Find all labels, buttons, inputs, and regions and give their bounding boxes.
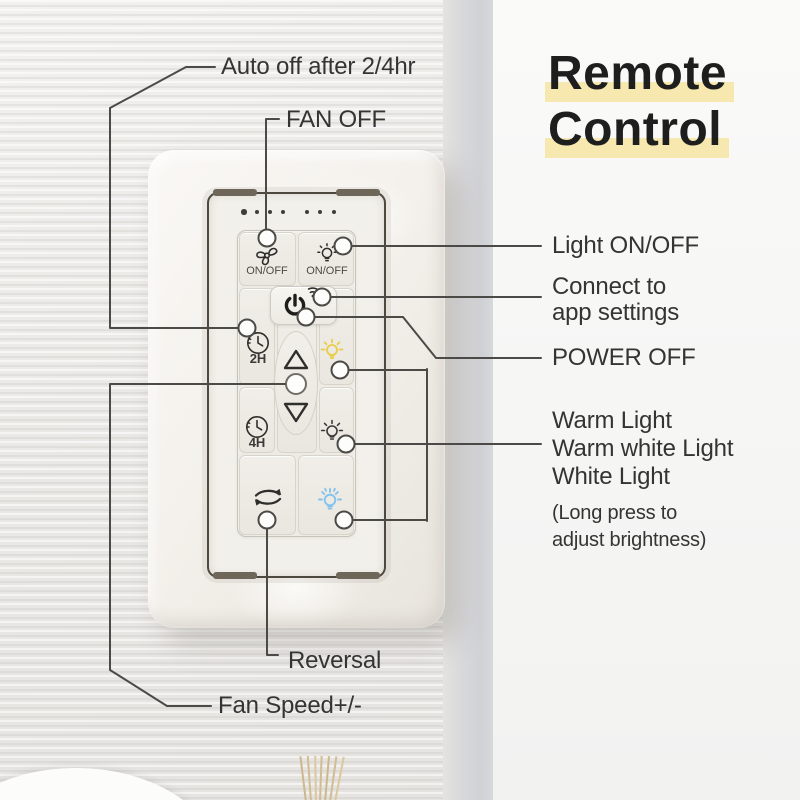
reversal-arrows-icon <box>254 488 282 506</box>
led-dot <box>241 209 247 215</box>
triangle-up-icon <box>283 349 309 370</box>
label-light-on-off: Light ON/OFF <box>552 232 699 259</box>
bulb-blue-icon <box>318 487 342 510</box>
label-connect-line2: app settings <box>552 299 680 326</box>
timer-4h-label: 4H <box>248 435 266 450</box>
clock-2h-icon <box>247 332 269 354</box>
light-bulb-icon <box>316 242 338 262</box>
reed <box>299 756 307 800</box>
diffuser-reeds <box>299 755 346 800</box>
light-button-label: ON/OFF <box>306 265 348 277</box>
led-dot <box>332 210 336 214</box>
led-dot <box>268 210 272 214</box>
page-title: Remote Control <box>545 46 735 158</box>
led-dot <box>281 210 285 214</box>
label-connect-app: Connect to app settings <box>552 274 679 326</box>
bulb-dark-icon <box>320 419 344 440</box>
fan-button-label: ON/OFF <box>246 265 288 277</box>
label-note-line2: adjust brightness) <box>552 529 707 551</box>
fan-speed-up-button[interactable] <box>279 346 313 374</box>
power-icon <box>284 293 306 316</box>
label-fan-speed: Fan Speed+/- <box>218 692 362 719</box>
reed <box>306 756 312 800</box>
led-dot <box>318 210 322 214</box>
mount-clip <box>336 572 380 579</box>
label-white-light: White Light <box>552 463 670 490</box>
label-reversal: Reversal <box>288 647 382 674</box>
label-note-line1: (Long press to <box>552 502 678 524</box>
label-connect-line1: Connect to <box>552 273 667 300</box>
label-fan-off: FAN OFF <box>286 106 386 133</box>
fan-speed-down-button[interactable] <box>279 398 313 426</box>
title-line-1: Remote <box>545 46 735 102</box>
label-light-modes: Warm Light Warm white Light White Light <box>552 407 734 491</box>
wall-corner-shadow <box>443 0 493 800</box>
led-dot <box>305 210 309 214</box>
fan-speed-center-button[interactable] <box>285 373 307 395</box>
bulb-yellow-icon <box>320 338 344 359</box>
label-warm-white-light: Warm white Light <box>552 435 734 462</box>
led-dot <box>255 210 259 214</box>
title-line-2: Control <box>545 102 730 158</box>
mount-clip <box>336 189 380 196</box>
mount-clip <box>213 189 257 196</box>
timer-2h-label: 2H <box>249 351 267 366</box>
reed <box>314 755 317 800</box>
label-power-off: POWER OFF <box>552 344 696 371</box>
led-indicator-row <box>241 208 341 217</box>
label-long-press-note: (Long press to adjust brightness) <box>552 500 706 554</box>
mount-clip <box>213 572 257 579</box>
triangle-down-icon <box>283 402 309 423</box>
label-auto-off: Auto off after 2/4hr <box>221 53 416 80</box>
fan-icon <box>256 247 278 266</box>
label-warm-light: Warm Light <box>552 407 672 434</box>
reed <box>319 755 323 800</box>
